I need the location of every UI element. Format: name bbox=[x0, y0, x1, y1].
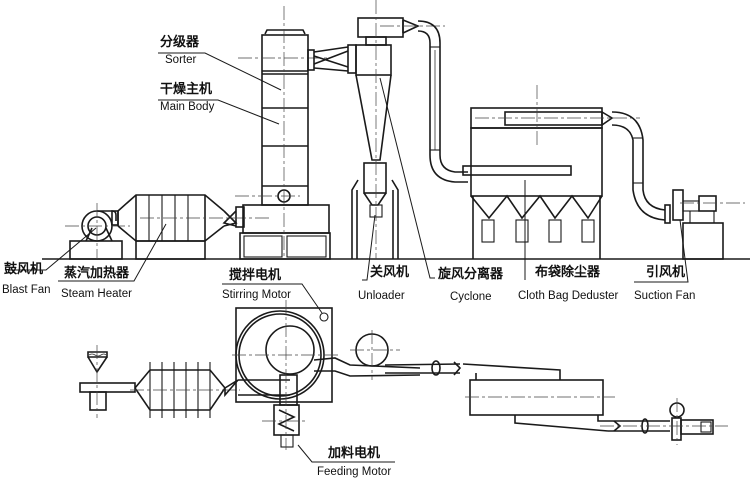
plan-duct bbox=[384, 360, 561, 380]
label-stirring-motor: 搅拌电机 Stirring Motor bbox=[222, 267, 291, 301]
label-cyclone-en: Cyclone bbox=[450, 291, 492, 303]
label-cyclone-zh: 旋风分离器 bbox=[437, 266, 504, 282]
plan-cyclone bbox=[350, 330, 400, 380]
duct-drawing bbox=[417, 20, 468, 183]
label-feeding-motor-zh: 加料电机 bbox=[327, 445, 380, 461]
label-unloader-zh: 关风机 bbox=[370, 264, 409, 280]
label-suction-fan: 引风机 Suction Fan bbox=[634, 264, 695, 302]
label-blast-fan-en: Blast Fan bbox=[2, 284, 51, 296]
label-blast-fan: 鼓风机 Blast Fan bbox=[2, 261, 51, 296]
label-sorter-en: Sorter bbox=[165, 54, 196, 66]
label-cyclone: 旋风分离器 Cyclone bbox=[437, 266, 504, 303]
label-sorter-zh: 分级器 bbox=[160, 34, 200, 50]
plan-steam-heater bbox=[130, 362, 290, 418]
label-unloader: 关风机 Unloader bbox=[358, 264, 409, 302]
cloth-bag-deduster-drawing bbox=[462, 85, 666, 259]
label-cloth-bag-deduster-zh: 布袋除尘器 bbox=[535, 264, 601, 280]
label-suction-fan-zh: 引风机 bbox=[646, 264, 685, 280]
label-blast-fan-zh: 鼓风机 bbox=[4, 261, 43, 277]
label-feeding-motor: 加料电机 Feeding Motor bbox=[317, 445, 391, 478]
plan-main-body bbox=[232, 300, 421, 450]
label-feeding-motor-en: Feeding Motor bbox=[317, 466, 391, 478]
label-steam-heater-en: Steam Heater bbox=[61, 288, 132, 300]
leader-lines bbox=[8, 52, 689, 463]
suction-fan-drawing bbox=[664, 189, 745, 260]
label-main-body: 干燥主机 Main Body bbox=[160, 81, 215, 113]
label-cloth-bag-deduster-en: Cloth Bag Deduster bbox=[518, 290, 619, 302]
label-steam-heater: 蒸汽加热器 Steam Heater bbox=[61, 265, 132, 300]
blast-fan-drawing bbox=[65, 203, 130, 260]
main-body-drawing bbox=[235, 6, 357, 260]
label-main-body-en: Main Body bbox=[160, 101, 215, 113]
plan-view bbox=[79, 300, 728, 450]
label-stirring-motor-en: Stirring Motor bbox=[222, 289, 291, 301]
plan-suction-fan bbox=[600, 398, 728, 445]
cyclone-drawing bbox=[351, 0, 445, 259]
label-main-body-zh: 干燥主机 bbox=[160, 81, 212, 97]
label-cloth-bag-deduster: 布袋除尘器 Cloth Bag Deduster bbox=[518, 264, 619, 302]
label-steam-heater-zh: 蒸汽加热器 bbox=[64, 265, 130, 281]
plan-blast-fan bbox=[79, 345, 136, 418]
label-sorter: 分级器 Sorter bbox=[160, 34, 200, 66]
elevation-view bbox=[42, 0, 750, 260]
label-suction-fan-en: Suction Fan bbox=[634, 290, 695, 302]
label-unloader-en: Unloader bbox=[358, 290, 405, 302]
steam-heater-drawing bbox=[117, 194, 270, 260]
plan-deduster bbox=[465, 379, 615, 432]
label-stirring-motor-zh: 搅拌电机 bbox=[229, 267, 281, 283]
